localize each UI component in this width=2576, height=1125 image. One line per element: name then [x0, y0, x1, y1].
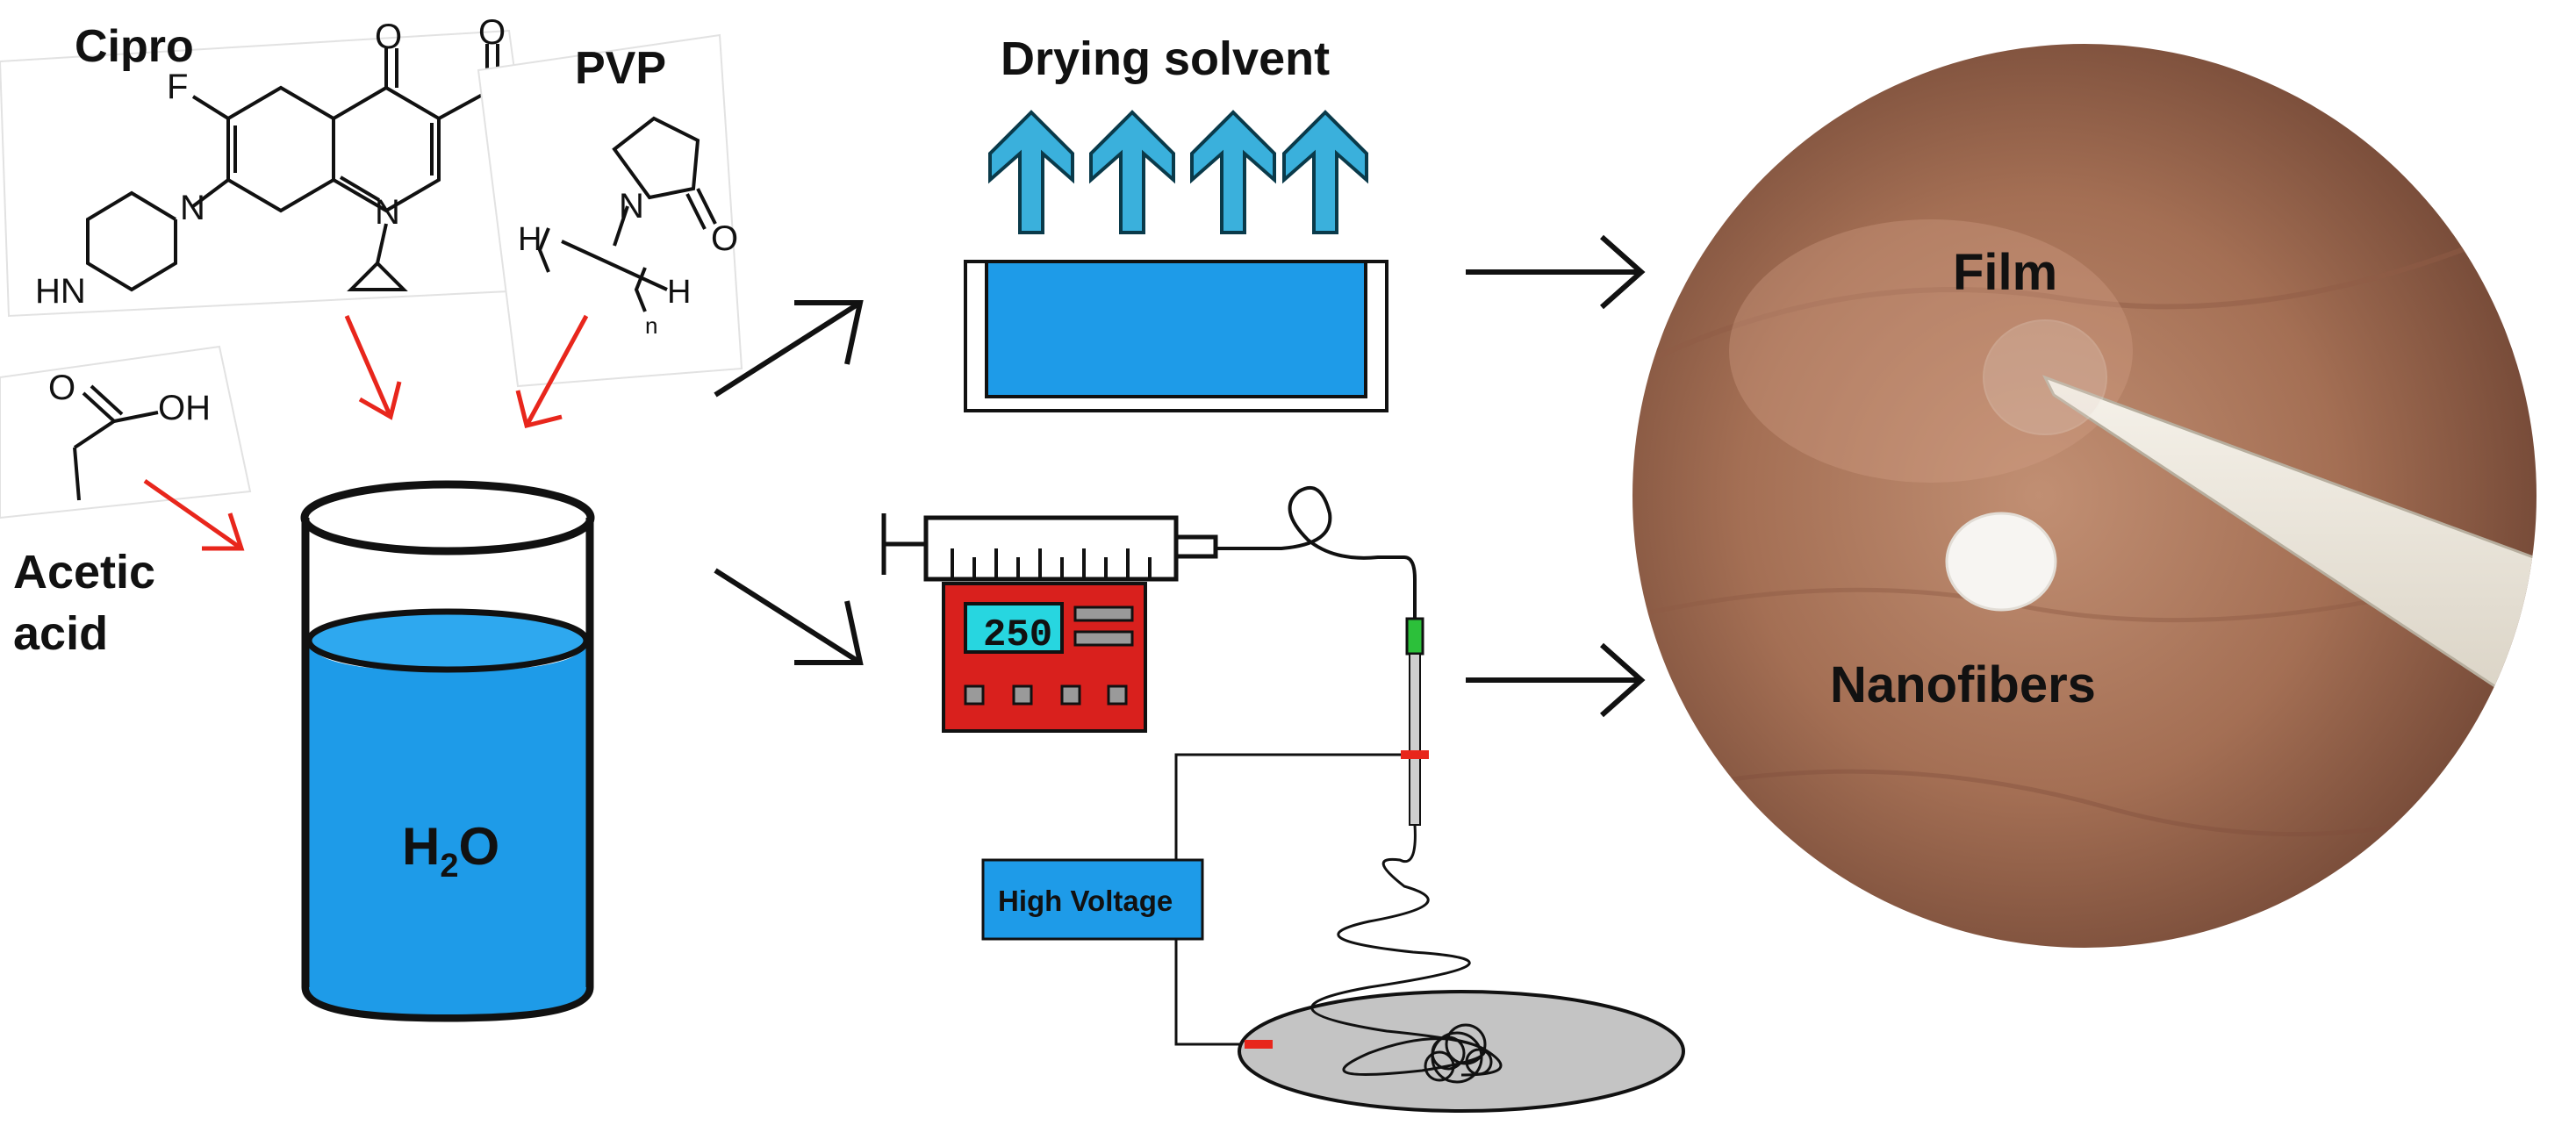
arrow-to-film-result [1466, 234, 1646, 310]
pvp-label: PVP [575, 43, 666, 94]
red-arrows [143, 314, 589, 551]
cipro-structure: Cipro O O OH F N N HN [0, 13, 579, 318]
high-voltage-label: High Voltage [998, 885, 1173, 917]
cipro-n1-atom: N [180, 189, 205, 227]
evap-arrow-4 [1282, 110, 1368, 234]
high-voltage-supply: High Voltage [981, 858, 1204, 941]
evap-arrow-2 [1089, 110, 1175, 234]
acetic-oh-atom: OH [158, 389, 211, 427]
acetic-acid-structure: O OH [0, 345, 252, 520]
pvp-o-atom: O [711, 219, 738, 258]
acetic-acid-label-line1: Acetic [13, 546, 155, 598]
red-arrow-cipro [344, 315, 402, 420]
evap-arrow-1 [988, 110, 1074, 234]
evaporation-arrows [988, 110, 1368, 234]
drying-solvent-label: Drying solvent [1001, 32, 1330, 85]
red-arrow-pvp [515, 314, 589, 429]
pvp-h2-atom: H [667, 274, 691, 311]
nanofibers-label: Nanofibers [1830, 656, 2096, 713]
arrow-to-nanofiber-result [1466, 642, 1646, 718]
casting-dish [964, 260, 1388, 412]
syringe [881, 513, 1218, 582]
branch-arrows [714, 234, 1646, 718]
spinneret-needle [1401, 617, 1429, 826]
cipro-label: Cipro [75, 21, 194, 72]
cipro-o-atom: O [375, 18, 402, 56]
pump-display-value: 250 [983, 613, 1052, 657]
arrow-to-film-casting [714, 300, 864, 398]
evap-arrow-3 [1190, 110, 1276, 234]
acetic-o-atom: O [48, 369, 75, 407]
cipro-f-atom: F [167, 68, 188, 106]
pump-button-4 [1107, 684, 1128, 706]
pvp-n-atom: N [619, 187, 644, 226]
pvp-n-subscript: n [645, 312, 657, 339]
cipro-hn-atom: HN [35, 272, 86, 311]
film-label: Film [1953, 244, 2057, 301]
collector-plate [1238, 990, 1685, 1113]
cipro-n2-atom: N [375, 193, 400, 232]
pvp-h1-atom: H [518, 221, 542, 258]
red-arrow-acetic [143, 478, 245, 551]
pvp-structure: PVP N O H H n [477, 33, 743, 388]
pump-button-2 [1012, 684, 1033, 706]
pump-button-1 [964, 684, 985, 706]
sample-photo: Film Nanofibers [1632, 44, 2537, 948]
acetic-acid-label-line2: acid [13, 607, 108, 660]
arrow-to-electrospinning [714, 568, 864, 665]
pump-button-3 [1060, 684, 1081, 706]
water-label: H2O [402, 817, 499, 885]
fiber-jet [1310, 824, 1503, 1077]
fiber-mat [1424, 1023, 1493, 1084]
syringe-pump: 250 [942, 582, 1147, 733]
water-beaker: H2O [300, 480, 595, 1022]
feed-tubing [1216, 485, 1417, 619]
cipro-o2-atom: O [478, 13, 506, 52]
